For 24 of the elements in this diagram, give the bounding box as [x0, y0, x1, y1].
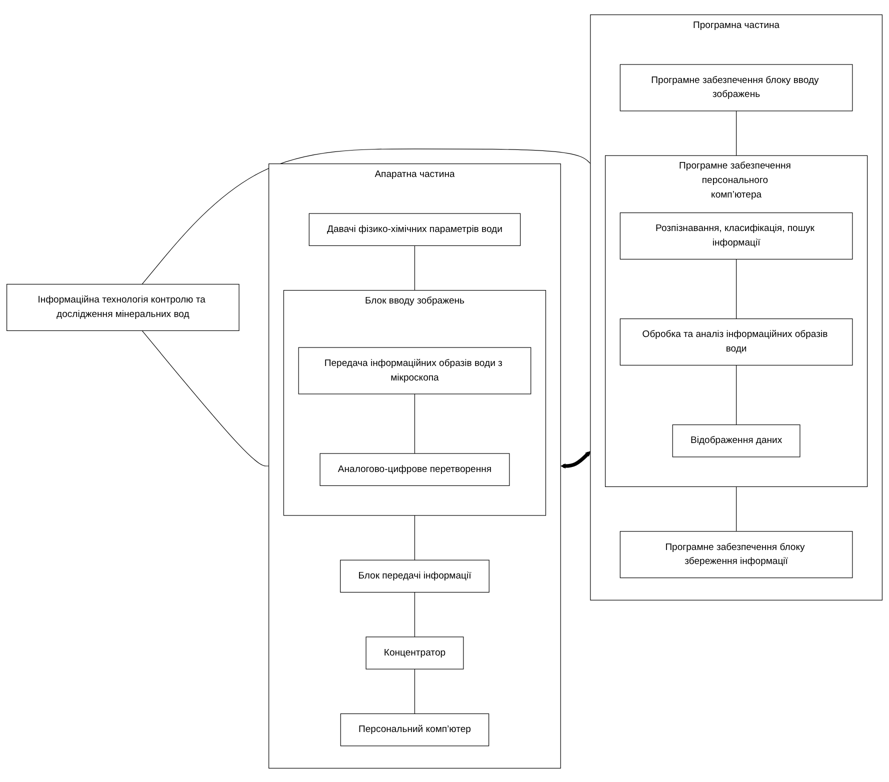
node-box: Програмне забезпечення блоку збереження інформації — [620, 530, 853, 578]
connector — [736, 486, 737, 532]
connector — [414, 591, 416, 637]
connector — [736, 258, 737, 319]
connector — [142, 330, 270, 466]
node-box: Програмне забезпечення блоку вводу зображень — [620, 64, 853, 111]
node-box: Розпізнавання, класифікація, пошук інформації — [620, 212, 853, 260]
node-box: Персональний комп’ютер — [340, 712, 490, 746]
connector — [414, 668, 416, 714]
node-box: Концентратор — [366, 636, 464, 669]
node-box: Обробка та аналіз інформаційних образів води — [620, 318, 853, 366]
connector — [414, 514, 416, 560]
connector — [736, 364, 737, 425]
node-box: Давачі фізико-хімічних параметрів води — [308, 212, 521, 246]
node-box: Інформаційна технологія контролю та дослідження мінеральних вод — [6, 283, 240, 330]
node-box: Передача інформаційних образів води з мікроскопа — [298, 346, 532, 394]
node-box: Аналогово-цифрове перетворення — [320, 452, 510, 486]
connector — [736, 110, 737, 156]
connector — [142, 148, 591, 284]
arrow — [560, 450, 591, 468]
connector — [414, 244, 416, 290]
connector — [414, 393, 416, 454]
node-box: Відображення даних — [672, 424, 800, 457]
node-box: Блок передачі інформації — [340, 559, 490, 592]
